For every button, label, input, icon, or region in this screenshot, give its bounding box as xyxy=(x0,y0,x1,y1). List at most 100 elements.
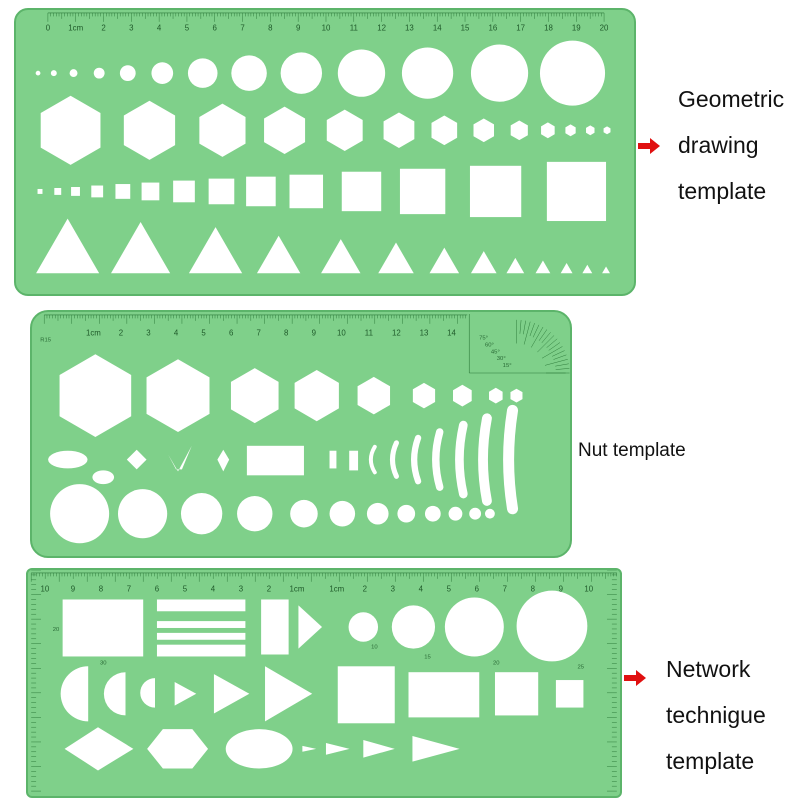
circle-cutout xyxy=(93,67,105,79)
triangle-cutout xyxy=(363,739,395,758)
hexagon-cutout xyxy=(199,103,246,157)
triangle-cutout xyxy=(174,682,197,706)
ruler-number: 1cm xyxy=(290,585,305,594)
ruler-number: 6 xyxy=(155,585,160,594)
circle-cutout xyxy=(448,506,463,521)
circle-cutout xyxy=(444,597,504,657)
ruler-number: 9 xyxy=(312,329,316,338)
ruler-number: 4 xyxy=(157,24,162,33)
hexagon-cutout xyxy=(489,387,503,404)
circle-cutout xyxy=(50,70,57,77)
triangle-cutout xyxy=(265,666,313,722)
square-cutout xyxy=(115,184,131,199)
rectangle-cutout xyxy=(246,445,304,476)
bar-cutout xyxy=(156,644,246,657)
square-cutout xyxy=(91,185,104,198)
protractor-label: 45° xyxy=(491,349,500,355)
hexagon-cutout xyxy=(147,729,209,769)
square-cutout xyxy=(341,171,382,212)
ruler-number: 10 xyxy=(584,585,593,594)
protractor-tick xyxy=(532,324,540,338)
curved-slot-cutout xyxy=(455,420,468,499)
square-cutout xyxy=(141,182,160,201)
ruler-number: 1cm xyxy=(86,329,101,338)
square-cutout xyxy=(173,180,195,203)
ruler-number: 18 xyxy=(544,24,553,33)
triangle-cutout xyxy=(213,674,250,714)
hexagon-cutout xyxy=(123,100,176,160)
ruler-number: 8 xyxy=(531,585,536,594)
ruler-number: 10 xyxy=(41,585,50,594)
circle-cutout xyxy=(69,69,78,78)
diamond-cutout xyxy=(126,449,147,470)
protractor-tick xyxy=(555,368,570,370)
circle-cutout xyxy=(348,612,379,642)
curved-slot-cutout xyxy=(478,413,492,506)
protractor-tick xyxy=(537,335,555,353)
circle-cutout xyxy=(118,489,168,539)
ruler-number: 8 xyxy=(99,585,104,594)
mark-label: 10 xyxy=(371,645,378,651)
triangle-cutout xyxy=(36,218,100,274)
circle-cutout xyxy=(424,505,441,522)
corner-label: R15 xyxy=(40,338,52,344)
curved-slot-cutout xyxy=(389,440,399,479)
hexagon-cutout xyxy=(412,382,436,409)
ruler-number: 5 xyxy=(185,24,190,33)
ruler-number: 17 xyxy=(516,24,525,33)
slot-cutout xyxy=(329,450,337,469)
diamond-cutout xyxy=(64,727,134,771)
semicircle-cutout xyxy=(140,678,155,708)
square-cutout xyxy=(289,174,324,209)
ruler-number: 2 xyxy=(101,24,105,33)
ruler-number: 0 xyxy=(46,24,51,33)
circle-cutout xyxy=(35,70,41,76)
square-cutout xyxy=(37,188,43,194)
ruler-number: 4 xyxy=(174,329,179,338)
hexagon-cutout xyxy=(326,109,363,152)
hexagon-cutout xyxy=(510,388,523,403)
mark-label: 30 xyxy=(100,660,107,666)
triangle-cutout xyxy=(111,222,171,274)
hexagon-cutout xyxy=(383,112,415,149)
square-cutout xyxy=(54,187,62,195)
circle-cutout xyxy=(366,502,389,525)
triangle-cutout xyxy=(582,264,593,274)
slot-cutout xyxy=(349,450,359,471)
nut-caption: Nut template xyxy=(578,440,686,461)
ruler-number: 7 xyxy=(257,329,261,338)
ruler-number: 5 xyxy=(183,585,188,594)
mark-label: 20 xyxy=(493,660,500,666)
triangle-cutout xyxy=(412,736,460,762)
circle-cutout xyxy=(187,58,218,88)
ruler-number: 7 xyxy=(240,24,244,33)
protractor-tick xyxy=(523,321,531,345)
ruler-number: 3 xyxy=(391,585,396,594)
mark-label: 15 xyxy=(424,654,431,660)
ellipse-cutout xyxy=(48,450,88,469)
triangle-cutout xyxy=(470,251,497,274)
caption-line: drawing xyxy=(678,132,759,158)
circle-cutout xyxy=(329,500,356,527)
ruler-number: 5 xyxy=(447,585,452,594)
triangle-cutout xyxy=(378,242,414,274)
hexagon-cutout xyxy=(431,115,458,146)
ruler-number: 11 xyxy=(350,24,358,33)
ruler-number: 7 xyxy=(503,585,507,594)
ruler-number: 19 xyxy=(572,24,581,33)
protractor-label: 60° xyxy=(485,342,494,348)
protractor-tick xyxy=(546,338,558,348)
circle-cutout xyxy=(151,62,174,84)
square-cutout xyxy=(555,680,584,708)
ruler-number: 9 xyxy=(296,24,300,33)
ruler-number: 16 xyxy=(488,24,497,33)
ruler-number: 5 xyxy=(201,329,206,338)
rectangle-cutout xyxy=(62,599,144,657)
hexagon-cutout xyxy=(565,124,576,137)
triangle-cutout xyxy=(535,260,551,274)
circle-cutout xyxy=(469,507,482,520)
